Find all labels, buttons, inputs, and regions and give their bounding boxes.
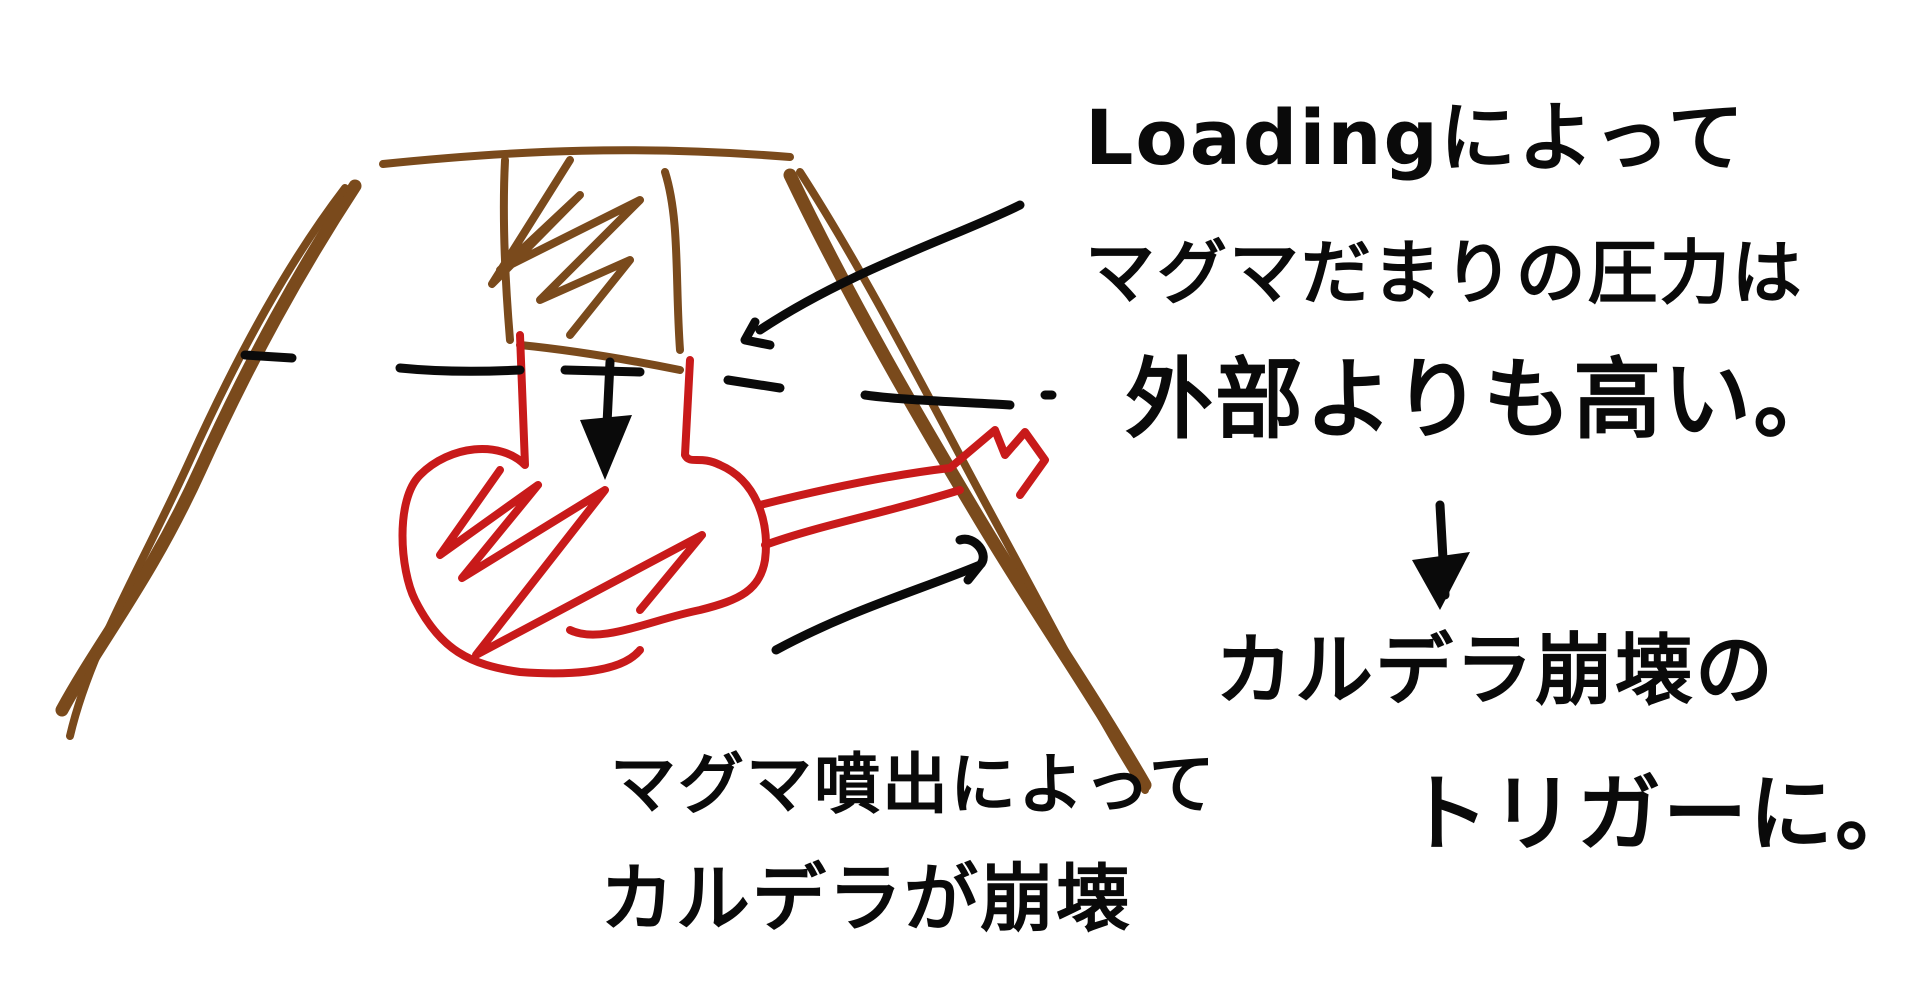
result-arrow-head bbox=[1412, 552, 1470, 610]
trigger-note-line-2: トリガーに。 bbox=[1405, 765, 1922, 863]
trigger-note-line-1: カルデラ崩壊の bbox=[1215, 626, 1776, 716]
magma-chamber bbox=[398, 331, 1049, 678]
ground-dash bbox=[860, 390, 1015, 410]
conduit-base-line bbox=[516, 341, 684, 374]
ground-dash bbox=[395, 363, 525, 376]
mechanism-note-line-3: 外部よりも高い。 bbox=[1125, 348, 1844, 451]
conduit-left-wall bbox=[499, 156, 514, 344]
left-flank-inner-edge bbox=[66, 184, 349, 740]
ground-level-dashes bbox=[240, 350, 1057, 410]
magma-chamber-hatching bbox=[436, 466, 706, 659]
caldera-rim-line bbox=[379, 146, 794, 168]
callout-arrow-to-surface-icon bbox=[740, 200, 1025, 350]
conduit-fill-hatching bbox=[488, 156, 644, 339]
ground-dash bbox=[240, 350, 297, 363]
magma-chamber-outline bbox=[398, 331, 770, 678]
magma-dike bbox=[756, 426, 1049, 549]
eruption-note-line-1: マグマ噴出によって bbox=[610, 746, 1217, 823]
mechanism-note-line-1: Loadingによって bbox=[1085, 93, 1746, 182]
mechanism-note-line-2: マグマだまりの圧力は bbox=[1085, 232, 1804, 314]
pressure-arrow-head bbox=[580, 415, 632, 480]
result-arrow-icon bbox=[1412, 500, 1470, 610]
callout-arrow-to-dike-icon bbox=[771, 534, 988, 655]
eruption-note-line-2: カルデラが崩壊 bbox=[600, 856, 1132, 942]
ground-dash bbox=[723, 375, 785, 393]
conduit-right-wall bbox=[661, 168, 684, 354]
ground-dash bbox=[560, 365, 645, 377]
pressure-arrow-icon bbox=[580, 357, 632, 480]
